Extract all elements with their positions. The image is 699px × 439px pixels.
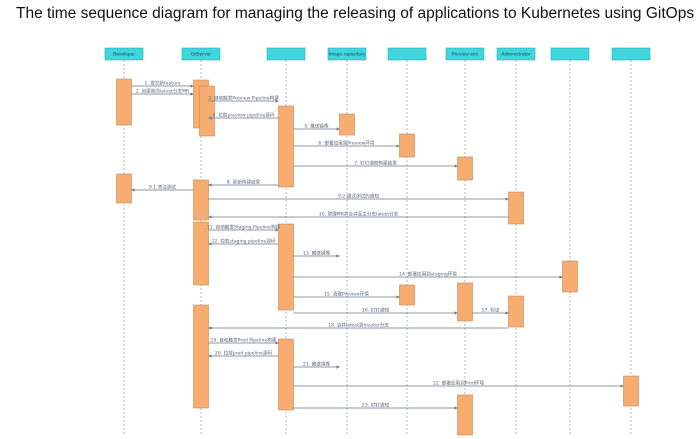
activation-box-p9-19	[623, 375, 639, 407]
participant-p4-header	[327, 47, 367, 61]
participant-admin-label: Administrator	[501, 52, 531, 58]
message-24-label: 23. 钉钉通知	[362, 402, 390, 409]
message-17-label: 16. 钉钉通知	[362, 307, 390, 314]
message-7-label: 7. 钉钉通知构建结果	[354, 160, 397, 167]
activation-box-developer-8	[116, 173, 132, 204]
activation-box-gitserver-17	[193, 304, 209, 409]
message-22-label: 21. 推送镜像	[303, 361, 331, 368]
participant-gitserver-label: GitServer	[191, 52, 212, 58]
message-23-label: 22. 部署应用到Prod环境	[433, 380, 485, 387]
message-8-label: 8. 更新构建结果	[227, 179, 261, 186]
participant-p8-header	[550, 47, 590, 61]
activation-box-p5-15	[399, 284, 415, 306]
message-18-label: 17. 验证	[482, 307, 500, 314]
participant-p6-header	[445, 47, 485, 61]
activation-box-p8-14	[562, 260, 578, 293]
message-11-label: 10. 管理MR并合并至主分支latest分支	[319, 211, 399, 218]
activation-box-gitserver-3	[199, 85, 215, 137]
activation-box-p6-16	[457, 282, 473, 322]
activation-box-admin-10	[508, 191, 524, 225]
message-9-label: 9.1 关注测试	[149, 184, 177, 191]
message-12-label: 11. 自动触发Staging Pipeline构建	[207, 224, 281, 231]
participant-p4-label: Image repository	[329, 52, 366, 58]
activation-box-p3-4	[278, 105, 294, 188]
activation-box-p5-6	[399, 133, 415, 158]
participant-developer-label: Developer	[113, 52, 135, 58]
activation-box-p6-7	[457, 156, 473, 181]
activation-box-p4-5	[339, 113, 355, 136]
message-6-label: 6. 部署应用到Preview环境	[319, 140, 375, 147]
message-4-label: 4. 拉取preview pipeline源码	[212, 112, 274, 119]
message-14-label: 13. 推送镜像	[303, 250, 331, 257]
message-21-label: 20. 拉取prod pipeline源码	[215, 350, 273, 357]
participant-p9-header	[611, 47, 651, 61]
message-5-label: 5. 推送镜像	[304, 123, 329, 130]
activation-box-p3-12	[278, 223, 294, 311]
participant-p3-header	[266, 47, 306, 61]
activation-box-gitserver-9	[193, 179, 209, 221]
activation-box-p3-18	[278, 338, 294, 411]
message-2-label: 2. 创建新的latest分支MR	[136, 88, 190, 95]
participant-p5-header	[387, 47, 427, 61]
message-1-label: 1. 提交新feature	[144, 80, 180, 87]
activation-box-gitserver-11	[193, 221, 209, 286]
activation-box-developer-1	[116, 78, 132, 126]
participant-p6-label: Preview env	[452, 52, 478, 58]
message-15-label: 14. 部署应用到staging环境	[399, 271, 457, 278]
diagram-title: The time sequence diagram for managing t…	[16, 5, 695, 22]
message-19-label: 18. 合并latest到master分支	[328, 322, 389, 329]
participant-gitserver-header	[181, 47, 221, 61]
message-20-label: 19. 自动触发Prod Pipeline构建	[211, 337, 277, 344]
message-16-label: 15. 清理Preview环境	[324, 291, 369, 298]
activation-box-p6-20	[457, 394, 473, 436]
message-10-label: 9.2 通过测试的通知	[338, 193, 379, 200]
activation-box-admin-13	[508, 295, 524, 328]
participant-admin-header	[496, 47, 536, 61]
message-3-label: 3. 自动触发Preview Pipeline构建	[208, 95, 279, 102]
participant-developer-header	[104, 47, 144, 61]
message-13-label: 12. 拉取staging pipeline源码	[212, 238, 276, 245]
